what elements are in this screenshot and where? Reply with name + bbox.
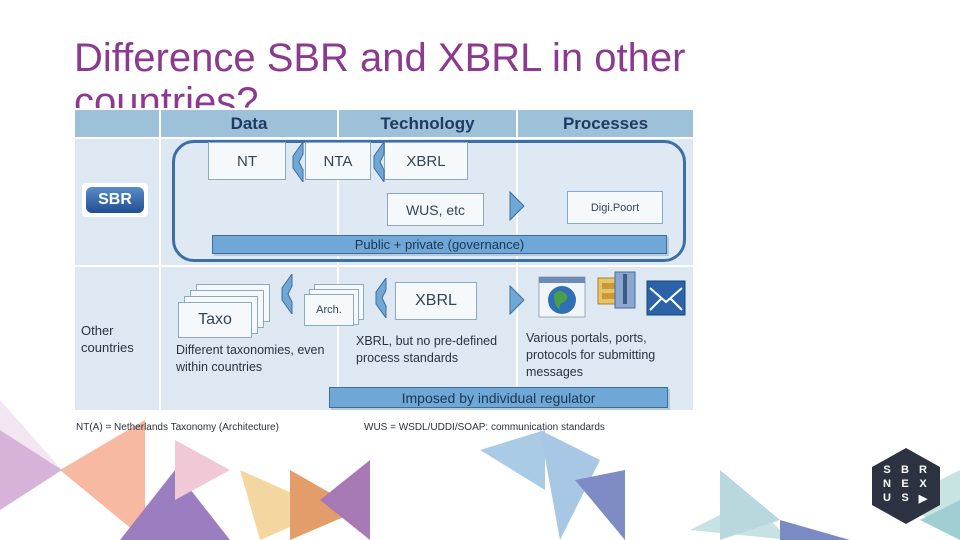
- sbr-logo: SBR: [82, 183, 148, 217]
- brand-letter: U: [878, 492, 896, 505]
- taxo-box: Taxo: [178, 302, 252, 338]
- arrow-nta-xbrl: [370, 142, 390, 182]
- sbr-nexus-brand: S B R N E X U S ▶: [878, 464, 934, 505]
- regulator-bar: Imposed by individual regulator: [329, 387, 668, 408]
- arrow-nt-nta: [289, 142, 309, 182]
- governance-bar: Public + private (governance): [212, 235, 667, 254]
- arrow-arch-xbrl: [372, 278, 392, 318]
- arrow-xbrl-portals: [508, 282, 528, 318]
- globe-icon: [538, 276, 586, 318]
- taxonomies-note: Different taxonomies, even within countr…: [176, 342, 326, 376]
- zip-file-icon: [612, 270, 638, 310]
- brand-letter: S: [878, 464, 896, 476]
- footnote-wus: WUS = WSDL/UDDI/SOAP: communication stan…: [364, 422, 664, 433]
- brand-letter: R: [914, 464, 932, 476]
- xbrl-box-sbr: XBRL: [384, 142, 468, 180]
- arrow-taxo-arch: [278, 274, 298, 314]
- header-technology: Technology: [339, 110, 516, 137]
- page-title: Difference SBR and XBRL in other countri…: [74, 36, 794, 108]
- header-data: Data: [161, 110, 337, 137]
- arch-box: Arch.: [304, 294, 354, 326]
- mail-icon: [646, 280, 686, 316]
- brand-letter: E: [896, 478, 914, 490]
- sbr-logo-text: SBR: [86, 187, 144, 213]
- xbrl-box-other: XBRL: [395, 282, 477, 320]
- brand-letter: B: [896, 464, 914, 476]
- portals-note: Various portals, ports, protocols for su…: [526, 330, 686, 381]
- wus-box: WUS, etc: [387, 193, 484, 226]
- brand-letter: X: [914, 478, 932, 490]
- nta-box: NTA: [305, 142, 371, 180]
- arrow-wus-digipoort: [508, 188, 528, 224]
- xbrl-note: XBRL, but no pre-defined process standar…: [356, 333, 526, 367]
- header-processes: Processes: [518, 110, 693, 137]
- brand-letter: S: [896, 492, 914, 505]
- brand-letter: N: [878, 478, 896, 490]
- footnote-nt: NT(A) = Netherlands Taxonomy (Architectu…: [76, 422, 336, 433]
- other-countries-label: Other countries: [81, 322, 151, 356]
- nt-box: NT: [208, 142, 286, 180]
- digipoort-box: Digi.Poort: [567, 191, 663, 224]
- row-header-label-cell: [75, 110, 159, 137]
- brand-arrow: ▶: [914, 492, 932, 505]
